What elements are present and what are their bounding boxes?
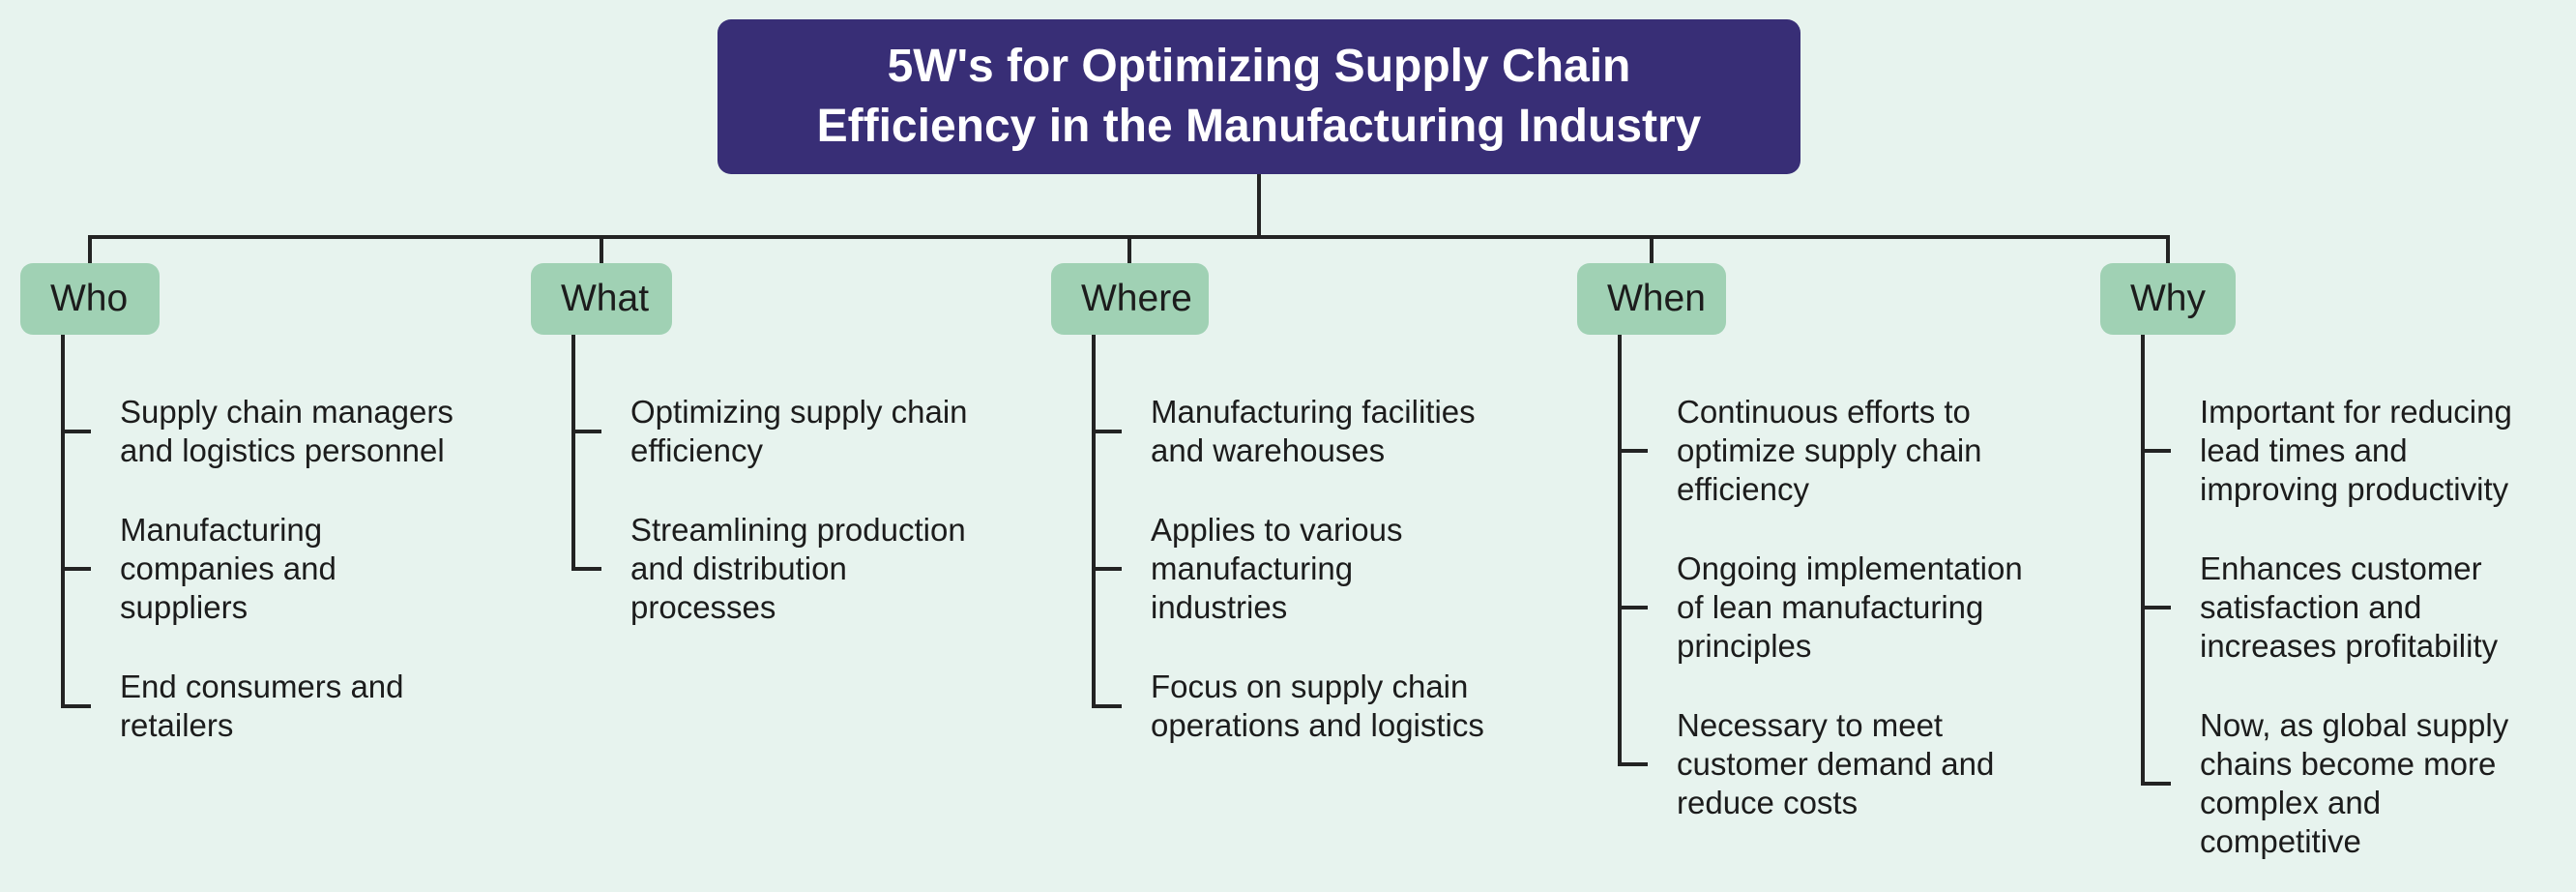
branch-label: What — [561, 278, 650, 319]
branch-item[interactable]: Now, as global supply chains become more… — [2141, 666, 2547, 861]
branch-items: Continuous efforts to optimize supply ch… — [1618, 335, 2023, 822]
branch-node-why[interactable]: Why — [2100, 263, 2236, 335]
branch-items: Supply chain managers and logistics pers… — [61, 335, 467, 745]
branch-when: When Continuous efforts to optimize supp… — [1577, 263, 2023, 822]
branch-who: Who Supply chain managers and logistics … — [20, 263, 467, 745]
branch-item[interactable]: Streamlining production and distribution… — [571, 470, 968, 627]
branch-item[interactable]: End consumers and retailers — [61, 627, 467, 745]
branch-item[interactable]: Important for reducing lead times and im… — [2141, 335, 2547, 509]
branch-item[interactable]: Manufacturing facilities and warehouses — [1092, 335, 1498, 470]
branch-item[interactable]: Continuous efforts to optimize supply ch… — [1618, 335, 2023, 509]
branch-node-who[interactable]: Who — [20, 263, 160, 335]
branch-label: Why — [2130, 278, 2206, 319]
branch-items: Important for reducing lead times and im… — [2141, 335, 2547, 861]
branch-item[interactable]: Optimizing supply chain efficiency — [571, 335, 968, 470]
branch-node-what[interactable]: What — [531, 263, 672, 335]
branch-item[interactable]: Supply chain managers and logistics pers… — [61, 335, 467, 470]
branch-item[interactable]: Applies to various manufacturing industr… — [1092, 470, 1498, 627]
root-node[interactable]: 5W's for Optimizing Supply Chain Efficie… — [717, 19, 1800, 174]
branch-node-when[interactable]: When — [1577, 263, 1726, 335]
branch-node-where[interactable]: Where — [1051, 263, 1209, 335]
branch-what: What Optimizing supply chain efficiency … — [531, 263, 968, 627]
branch-label: When — [1607, 278, 1706, 319]
root-node-title: 5W's for Optimizing Supply Chain Efficie… — [816, 41, 1702, 152]
branch-label: Who — [50, 278, 129, 319]
branch-item[interactable]: Manufacturing companies and suppliers — [61, 470, 467, 627]
branch-items: Manufacturing facilities and warehouses … — [1092, 335, 1498, 745]
branch-item[interactable]: Ongoing implementation of lean manufactu… — [1618, 509, 2023, 666]
branch-item[interactable]: Necessary to meet customer demand and re… — [1618, 666, 2023, 822]
branch-item[interactable]: Focus on supply chain operations and log… — [1092, 627, 1498, 745]
branch-items: Optimizing supply chain efficiency Strea… — [571, 335, 968, 627]
branch-why: Why Important for reducing lead times an… — [2100, 263, 2547, 861]
branch-where: Where Manufacturing facilities and wareh… — [1051, 263, 1498, 745]
branch-label: Where — [1081, 278, 1192, 319]
branch-item[interactable]: Enhances customer satisfaction and incre… — [2141, 509, 2547, 666]
